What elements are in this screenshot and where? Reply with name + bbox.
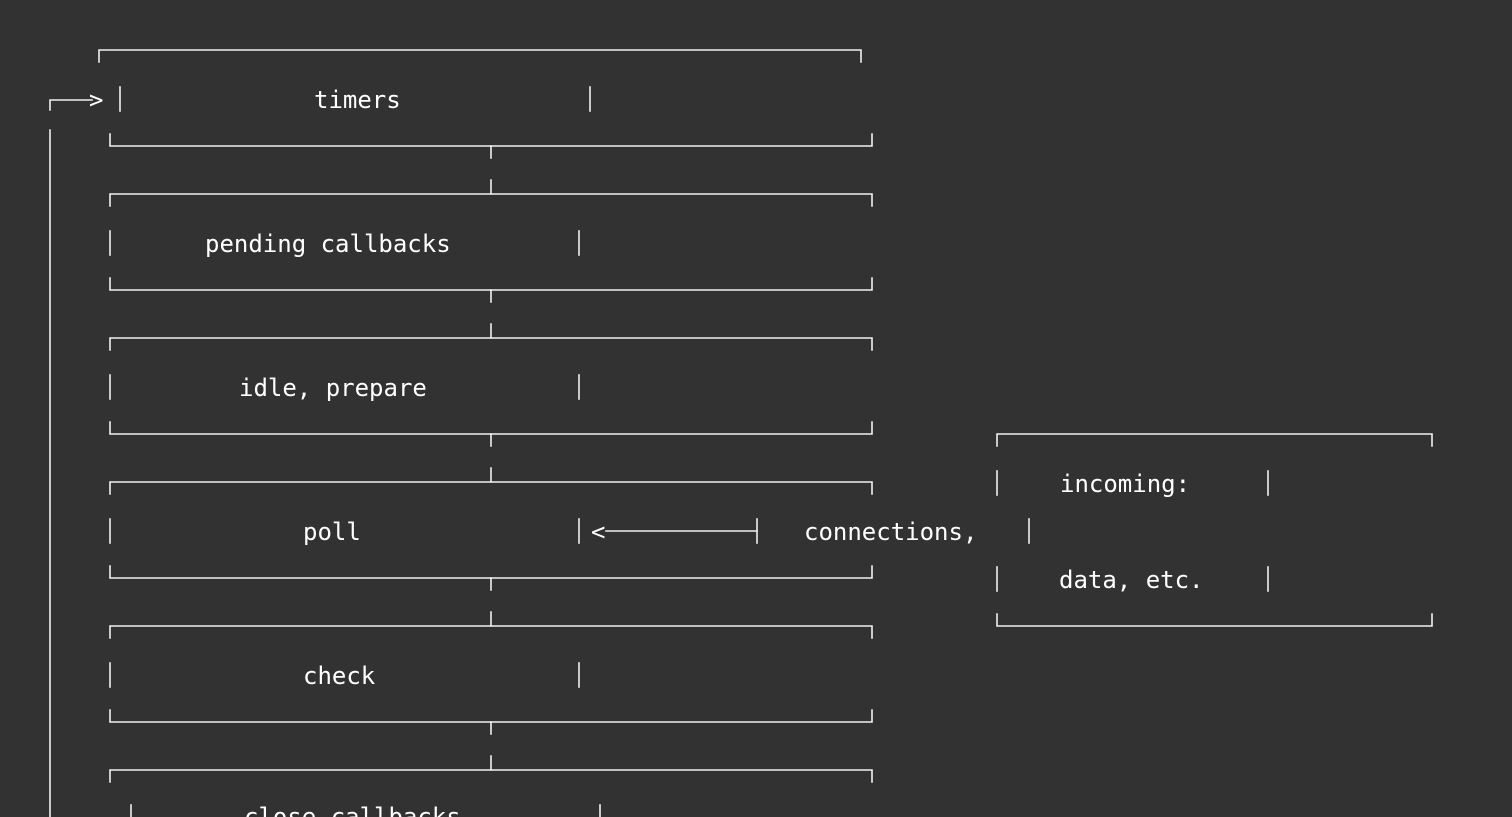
loop-back-line [49,99,93,817]
side-box-line-connections: connections, [804,518,978,546]
phase-label-close-callbacks: close callbacks [244,803,461,817]
check-box-frame [109,625,873,723]
side-box-line-data: data, etc. [1059,566,1204,594]
phase-label-idle-prepare: idle, prepare [239,374,427,402]
poll-input-arrow-line [605,518,758,544]
timers-box-frame [98,49,873,147]
close-callbacks-box-frame [109,769,873,817]
incoming-box-frame [996,433,1433,627]
phase-label-poll: poll [303,518,361,546]
phase-label-check: check [303,662,376,690]
idle-prepare-box-frame [109,337,873,435]
phase-label-timers: timers [314,86,401,114]
loop-entry-arrow-head: > [89,86,104,114]
poll-input-arrow-head: < [591,518,606,546]
phase-label-pending-callbacks: pending callbacks [205,230,451,258]
side-box-line-incoming: incoming: [1060,470,1191,498]
